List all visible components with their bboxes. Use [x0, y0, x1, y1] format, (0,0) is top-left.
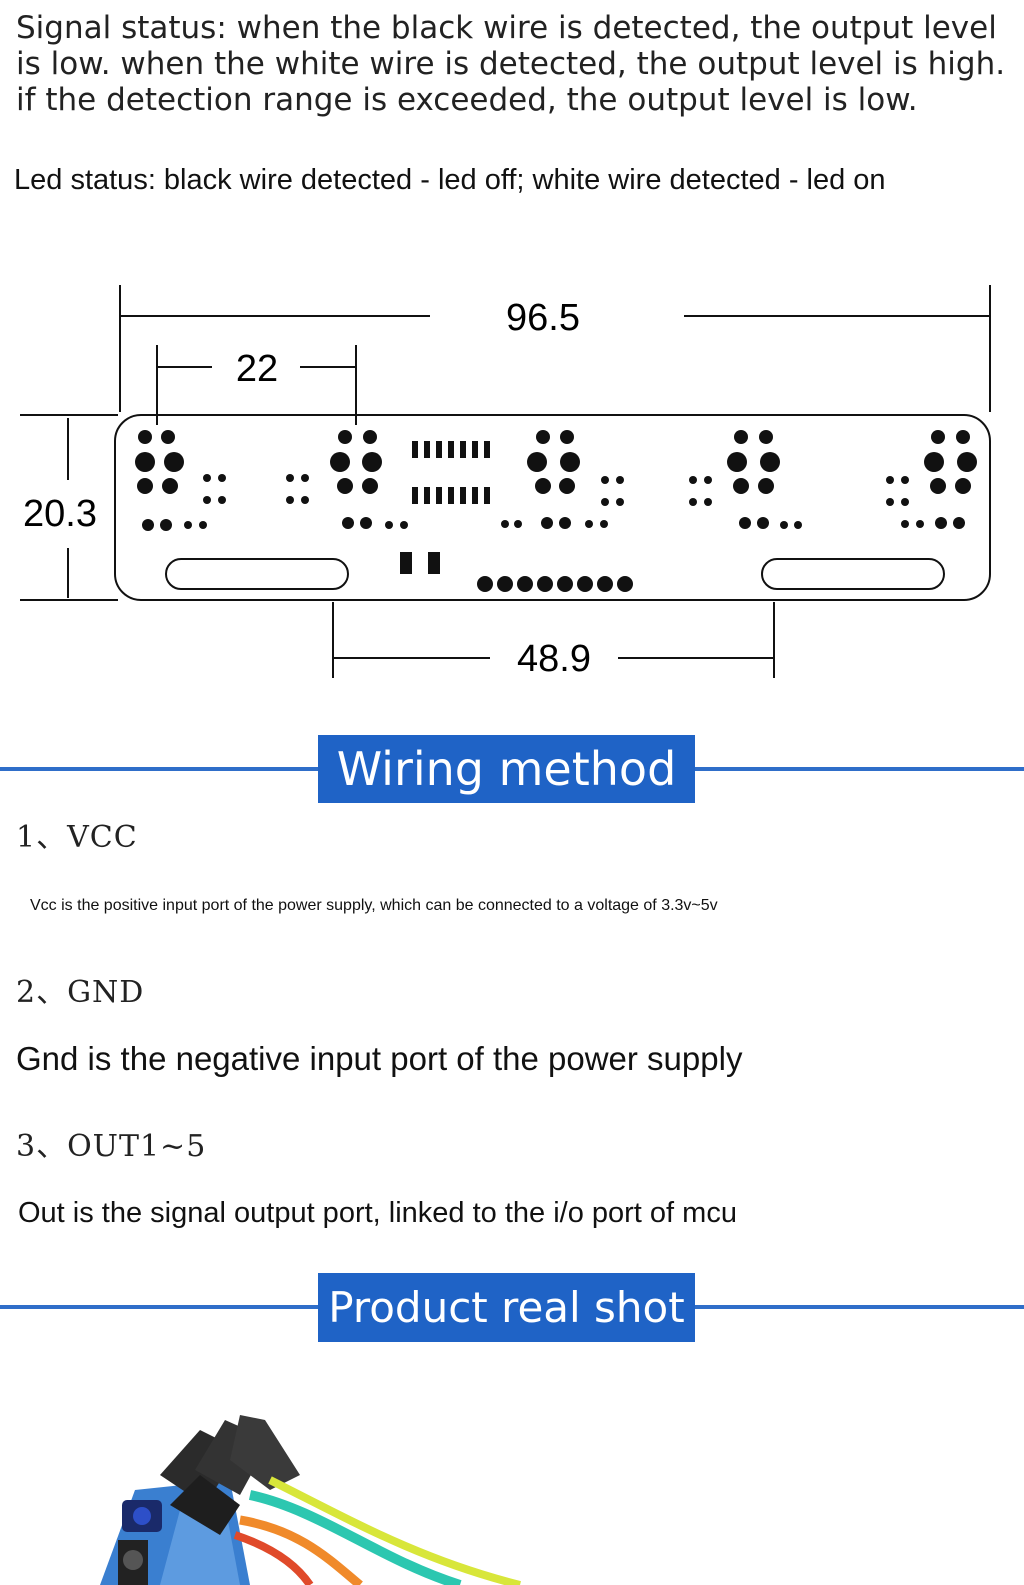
product-shot-title: Product real shot: [318, 1273, 695, 1342]
section-divider-right: [694, 767, 1024, 771]
wiring-method-title: Wiring method: [318, 735, 695, 803]
led-status-text: Led status: black wire detected - led of…: [14, 164, 886, 196]
wire: [239, 1515, 363, 1585]
dimension-diagram: 96.5 22 20.3 48.9: [20, 285, 991, 680]
dim-height: 20.3: [23, 493, 97, 535]
wire: [248, 1490, 462, 1585]
mounting-slot: [165, 558, 349, 590]
dim-total-width: 96.5: [506, 297, 580, 339]
vcc-heading: 1、VCC: [16, 820, 138, 855]
section-divider-left: [0, 767, 320, 771]
out-heading: 3、OUT1~5: [16, 1129, 207, 1164]
vcc-description: Vcc is the positive input port of the po…: [30, 897, 718, 914]
out-description: Out is the signal output port, linked to…: [18, 1197, 737, 1229]
product-photo: [100, 1415, 521, 1585]
gnd-description: Gnd is the negative input port of the po…: [16, 1040, 743, 1077]
wire: [233, 1531, 314, 1585]
signal-status-text: Signal status: when the black wire is de…: [16, 10, 1006, 118]
sensor-pads: [135, 430, 977, 592]
section-divider-left: [0, 1305, 320, 1309]
pcb-outline: [114, 414, 991, 601]
mounting-slot: [761, 558, 945, 590]
gnd-heading: 2、GND: [16, 975, 145, 1010]
wire: [268, 1476, 521, 1585]
dim-hole-spacing: 48.9: [517, 638, 591, 680]
dim-sensor-pitch: 22: [236, 348, 278, 390]
section-divider-right: [694, 1305, 1024, 1309]
